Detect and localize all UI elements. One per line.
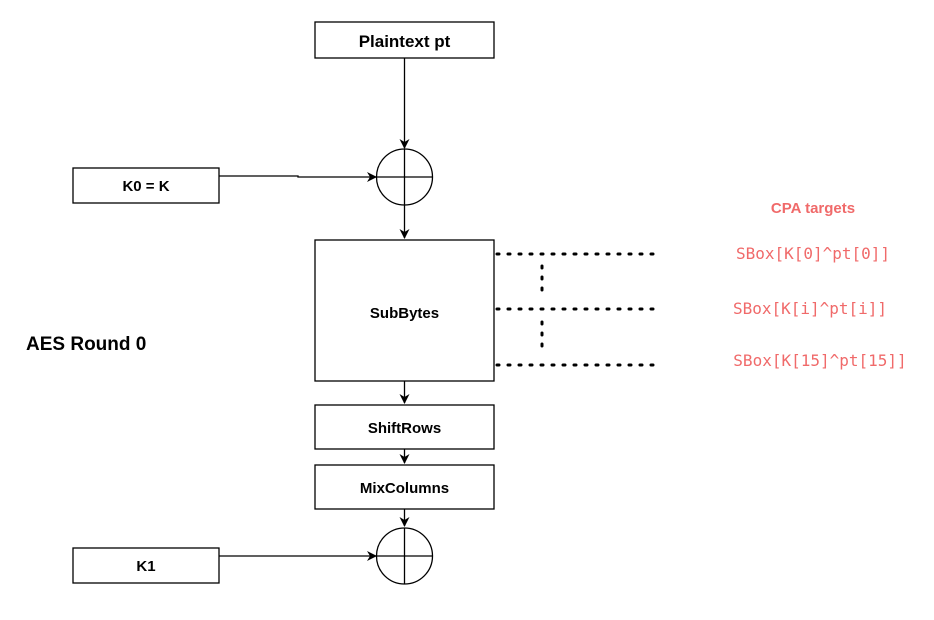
diagram-title: AES Round 0 (26, 334, 146, 355)
k0-node: K0 = K (72, 167, 220, 204)
xor1-icon (375, 527, 434, 585)
shiftrows-label: ShiftRows (368, 420, 441, 437)
plaintext-box (314, 21, 495, 59)
cpa-target-i: SBox[K[i]^pt[i]] (733, 299, 887, 318)
arrow-k0-to-xor0 (219, 172, 377, 182)
k1-box (72, 547, 220, 584)
mixcolumns-label: MixColumns (360, 480, 449, 497)
cpa-target-15: SBox[K[15]^pt[15]] (733, 351, 906, 370)
subbytes-box (314, 239, 495, 382)
xor0-icon (375, 148, 434, 206)
k1-node: K1 (72, 547, 220, 584)
k0-box (72, 167, 220, 204)
subbytes-node: SubBytes (314, 239, 495, 382)
k1-label: K1 (136, 558, 155, 575)
plaintext-node: Plaintext pt (314, 21, 495, 59)
cpa-heading: CPA targets (771, 200, 855, 217)
shiftrows-node: ShiftRows (314, 404, 495, 450)
subbytes-label: SubBytes (370, 305, 439, 322)
shiftrows-box (314, 404, 495, 450)
cpa-target-0: SBox[K[0]^pt[0]] (736, 244, 890, 263)
mixcolumns-node: MixColumns (314, 464, 495, 510)
cpa-connectors (495, 252, 657, 367)
k0-label: K0 = K (122, 178, 169, 195)
plaintext-label: Plaintext pt (359, 32, 451, 51)
